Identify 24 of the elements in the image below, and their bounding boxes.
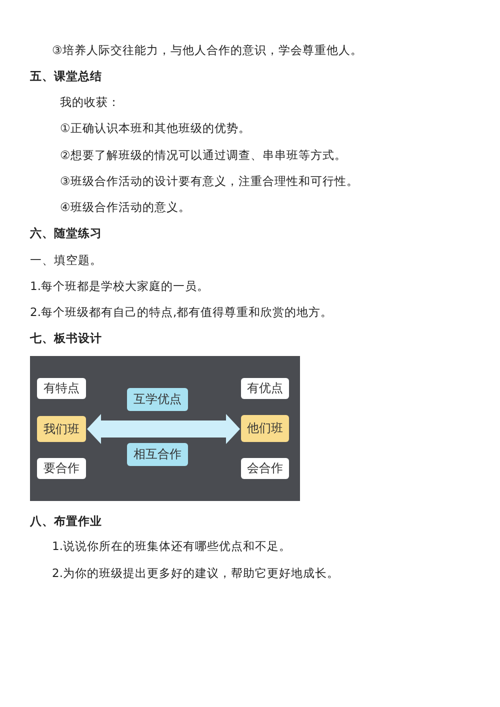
class-box: 我们班 — [37, 416, 86, 442]
text-line: 2.每个班级都有自己的特点,都有值得尊重和欣赏的地方。 — [30, 304, 333, 320]
text-line: 1.说说你所在的班集体还有哪些优点和不足。 — [52, 538, 291, 554]
text-line: ③培养人际交往能力，与他人合作的意识，学会尊重他人。 — [52, 42, 362, 58]
section-heading: 七、板书设计 — [30, 330, 102, 346]
text-line: ③班级合作活动的设计要有意义，注重合理性和可行性。 — [60, 173, 358, 189]
double-arrow — [87, 414, 240, 444]
section-heading: 八、布置作业 — [30, 513, 102, 529]
text-line: ④班级合作活动的意义。 — [60, 199, 190, 215]
trait-box: 有优点 — [241, 378, 289, 399]
section-heading: 六、随堂练习 — [30, 225, 102, 241]
text-line: 一、填空题。 — [30, 252, 102, 268]
trait-box: 有特点 — [37, 378, 86, 399]
trait-box: 要合作 — [37, 458, 86, 479]
class-box: 他们班 — [241, 415, 289, 442]
text-line: 2.为你的班级提出更多好的建议，帮助它更好地成长。 — [52, 565, 339, 581]
text-line: ①正确认识本班和其他班级的优势。 — [60, 120, 250, 136]
idea-box: 互学优点 — [127, 388, 188, 411]
idea-box: 相互合作 — [127, 443, 188, 466]
text-line: 1.每个班都是学校大家庭的一员。 — [30, 278, 209, 294]
trait-box: 会合作 — [241, 458, 289, 479]
text-line: 我的收获： — [60, 94, 120, 110]
section-heading: 五、课堂总结 — [30, 68, 102, 84]
text-line: ②想要了解班级的情况可以通过调查、串串班等方式。 — [60, 147, 346, 163]
